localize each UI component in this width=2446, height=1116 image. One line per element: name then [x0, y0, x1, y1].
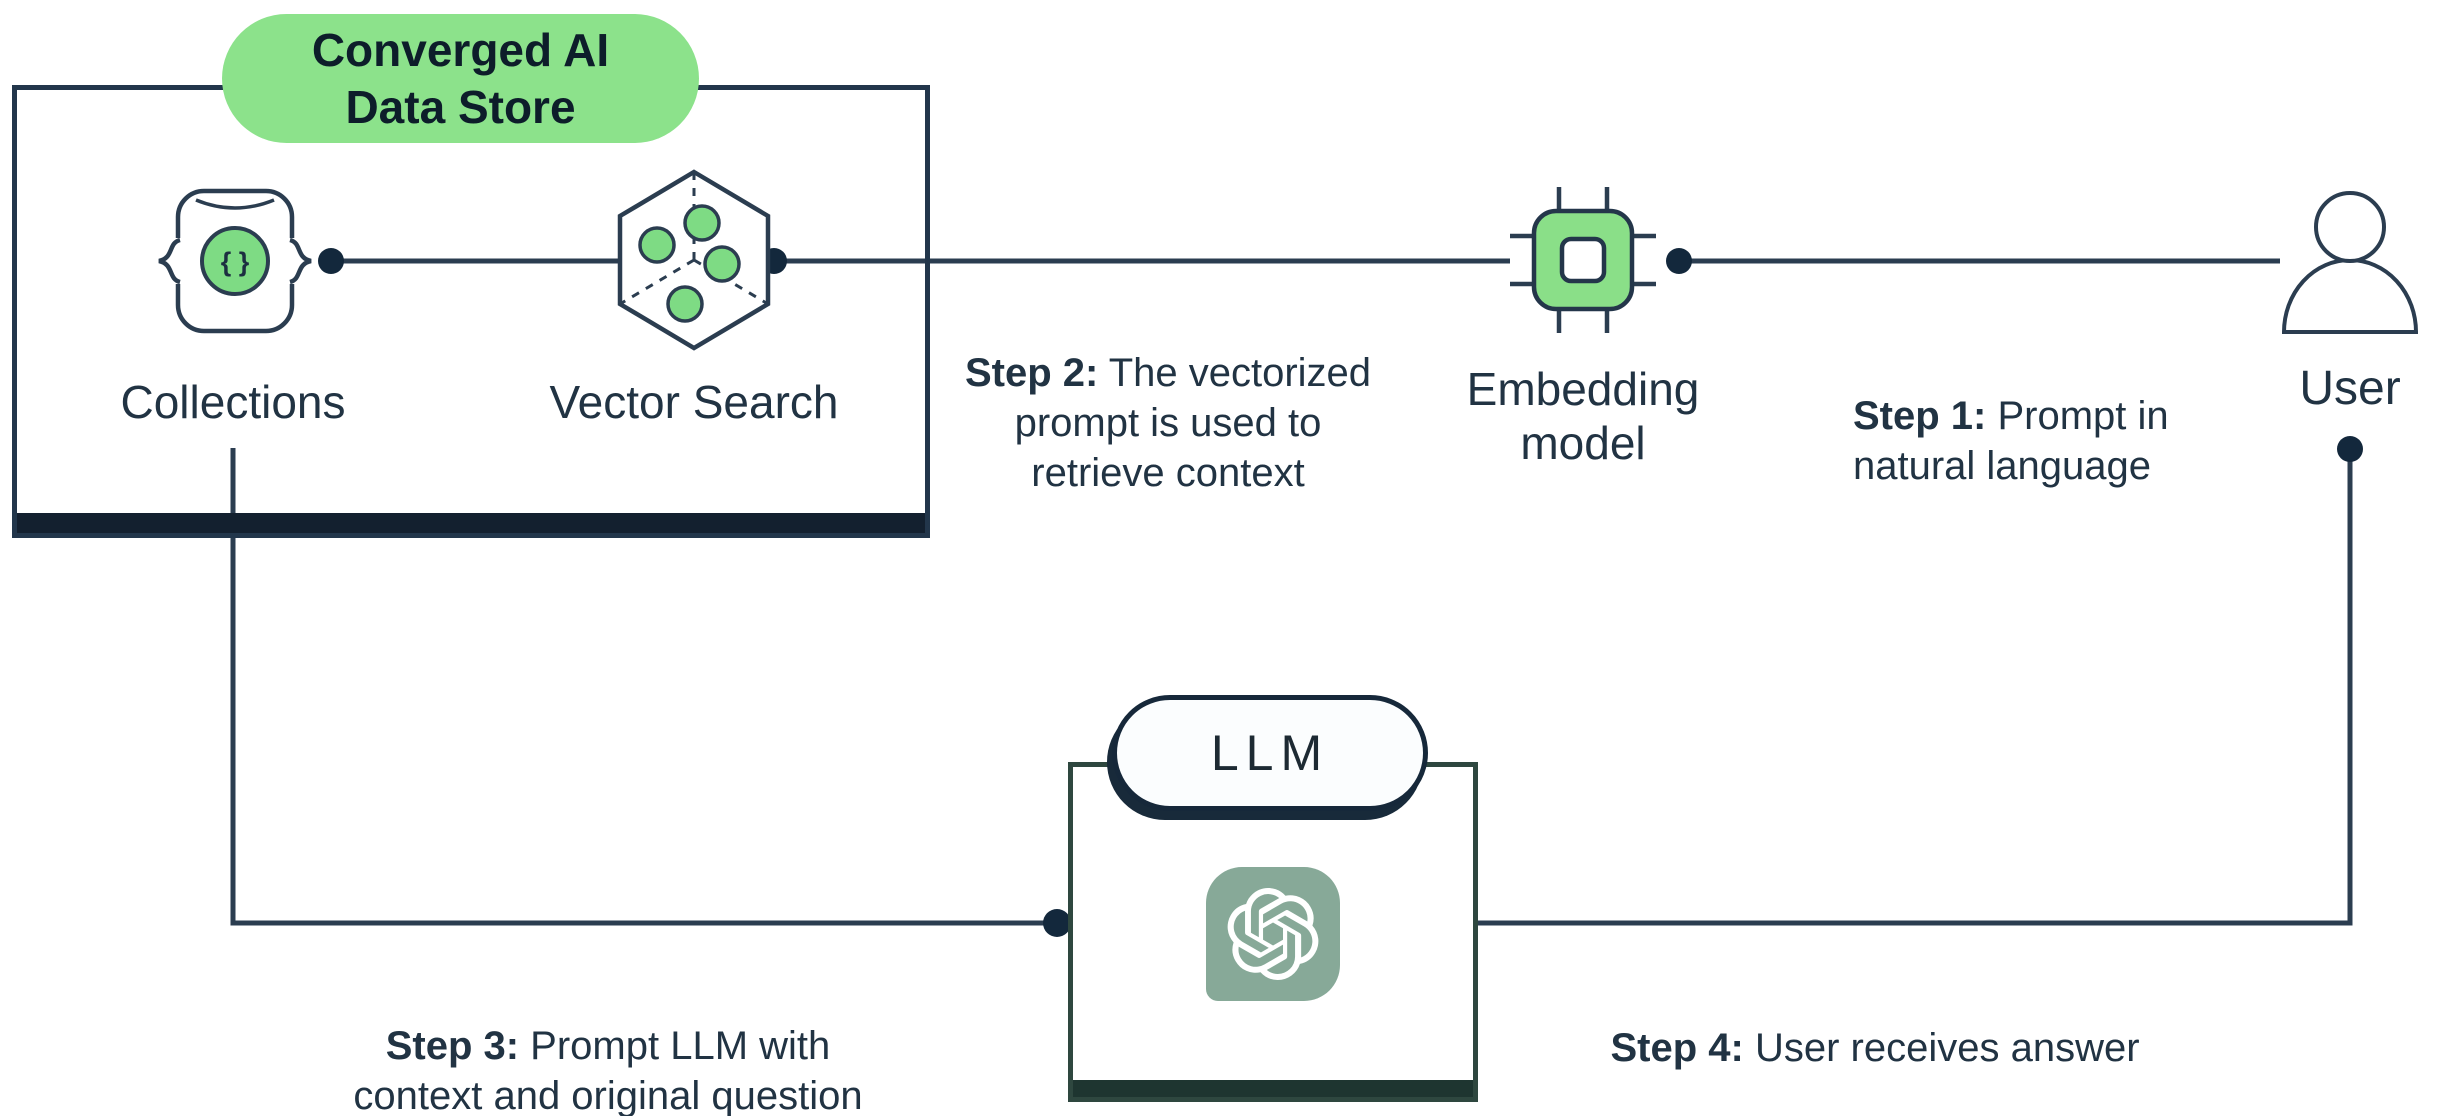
user-label: User: [2299, 362, 2401, 415]
wire-llm-to-user: [1470, 452, 2353, 926]
vector-search-label: Vector Search: [549, 376, 839, 428]
step-4-text: User receives answer: [1743, 1026, 2140, 1070]
step-1-prefix: Step 1:: [1853, 394, 1987, 438]
junction-dot: [318, 248, 344, 274]
embedding-chip-icon: [1510, 187, 1656, 333]
vector-search-hexagon-icon: [617, 169, 771, 351]
step-3-prefix: Step 3:: [385, 1024, 520, 1068]
document-smile-line: [195, 198, 275, 210]
braces-glyph: { }: [221, 247, 250, 277]
left-brace: [158, 237, 181, 285]
step-2-text: The vectorized prompt is used to retriev…: [1014, 351, 1372, 495]
collections-document-icon: { }: [158, 188, 312, 334]
step-1-text: Prompt in natural language: [1853, 394, 2169, 488]
llm-box-bottom-bar: [1073, 1080, 1473, 1097]
converged-ai-data-store-badge: Converged AI Data Store: [222, 14, 699, 143]
step-3-text: Prompt LLM with context and original que…: [353, 1024, 863, 1116]
openai-logo-icon: [1206, 867, 1340, 1001]
store-box-bottom-bar: [17, 513, 925, 533]
right-brace: [289, 237, 312, 285]
step-2-prefix: Step 2:: [964, 351, 1099, 395]
collections-label: Collections: [120, 376, 346, 428]
junction-dot: [1666, 248, 1692, 274]
user-person-icon: [2281, 191, 2419, 334]
step-4-prefix: Step 4:: [1610, 1026, 1744, 1070]
openai-knot-glyph: [1227, 888, 1319, 980]
step-2-annotation: Step 2: The vectorized prompt is used to…: [965, 298, 1371, 498]
junction-dot: [1043, 909, 1071, 937]
step-4-annotation: Step 4: User receives answer: [1610, 973, 2139, 1073]
wire-collections-to-llm: [230, 448, 1056, 926]
llm-badge: LLM: [1112, 695, 1428, 811]
junction-dot: [2337, 436, 2363, 462]
step-3-annotation: Step 3: Prompt LLM with context and orig…: [353, 971, 862, 1116]
json-circle: [200, 226, 270, 296]
step-1-annotation: Step 1: Prompt in natural language: [1853, 341, 2169, 491]
llm-badge-label: LLM: [1210, 725, 1330, 781]
badge-title: Converged AI Data Store: [311, 23, 610, 133]
embedding-model-label: Embedding model: [1466, 363, 1700, 469]
